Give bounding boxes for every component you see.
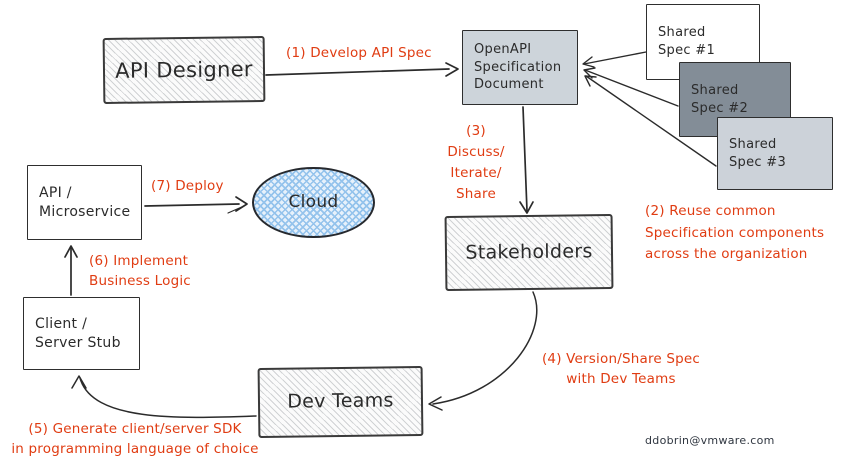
arrow-discuss-iterate-share [522, 106, 528, 212]
arrow-shared-spec-2 [584, 69, 679, 107]
shared-spec-3-label: Shared Spec #3 [729, 136, 787, 170]
step2-label: (2) Reuse common Specification component… [645, 203, 825, 263]
arrowhead-version-share-spec [428, 396, 443, 411]
arrowhead-develop-api-spec [445, 62, 459, 77]
node-openapi-spec-document: OpenAPI Specification Document [462, 30, 578, 105]
node-api-microservice: API / Microservice [27, 165, 142, 240]
shared-spec-2-label: Shared Spec #2 [691, 82, 749, 116]
arrowhead-shared-spec-2 [583, 67, 596, 79]
author-credit: ddobrin@vmware.com [645, 434, 775, 447]
arrow-deploy [144, 203, 240, 207]
arrow-shared-spec-1 [583, 51, 647, 65]
node-api-designer: API Designer [102, 36, 266, 104]
arrowhead-implement-logic [64, 245, 78, 258]
step7-label: (7) Deploy [151, 178, 224, 194]
step6-label: (6) Implement Business Logic [89, 253, 191, 290]
step5-label: (5) Generate client/server SDK in progra… [11, 421, 259, 458]
node-shared-spec-3: Shared Spec #3 [717, 117, 833, 190]
arrowhead-deploy [235, 196, 248, 212]
client-server-stub-label: Client / Server Stub [35, 315, 121, 351]
stakeholders-label: Stakeholders [465, 239, 593, 264]
step4-label: (4) Version/Share Spec with Dev Teams [541, 351, 701, 388]
api-designer-label: API Designer [115, 56, 253, 83]
arrowhead-generate-sdk [71, 375, 87, 389]
arrow-version-share-spec [432, 291, 538, 405]
arrowhead-shared-spec-3 [584, 75, 597, 87]
arrow-generate-sdk [79, 377, 257, 419]
arrowhead-deploy-sketch [227, 205, 245, 214]
step3-label: (3) Discuss/ Iterate/ Share [447, 123, 505, 202]
openapi-spec-document-label: OpenAPI Specification Document [474, 42, 562, 93]
node-client-server-stub: Client / Server Stub [23, 297, 140, 370]
api-microservice-label: API / Microservice [39, 184, 131, 220]
step1-label: (1) Develop API Spec [286, 45, 432, 61]
arrowhead-shared-spec-1 [582, 56, 595, 68]
arrow-develop-api-spec [265, 68, 450, 76]
cloud-label: Cloud [288, 192, 339, 213]
dev-teams-label: Dev Teams [287, 389, 394, 413]
shared-spec-1-label: Shared Spec #1 [658, 25, 716, 58]
arrowhead-discuss-iterate-share [519, 201, 534, 214]
node-cloud: Cloud [252, 167, 375, 238]
node-dev-teams: Dev Teams [257, 365, 424, 439]
arrow-shared-spec-3 [585, 75, 717, 167]
node-stakeholders: Stakeholders [444, 213, 614, 292]
